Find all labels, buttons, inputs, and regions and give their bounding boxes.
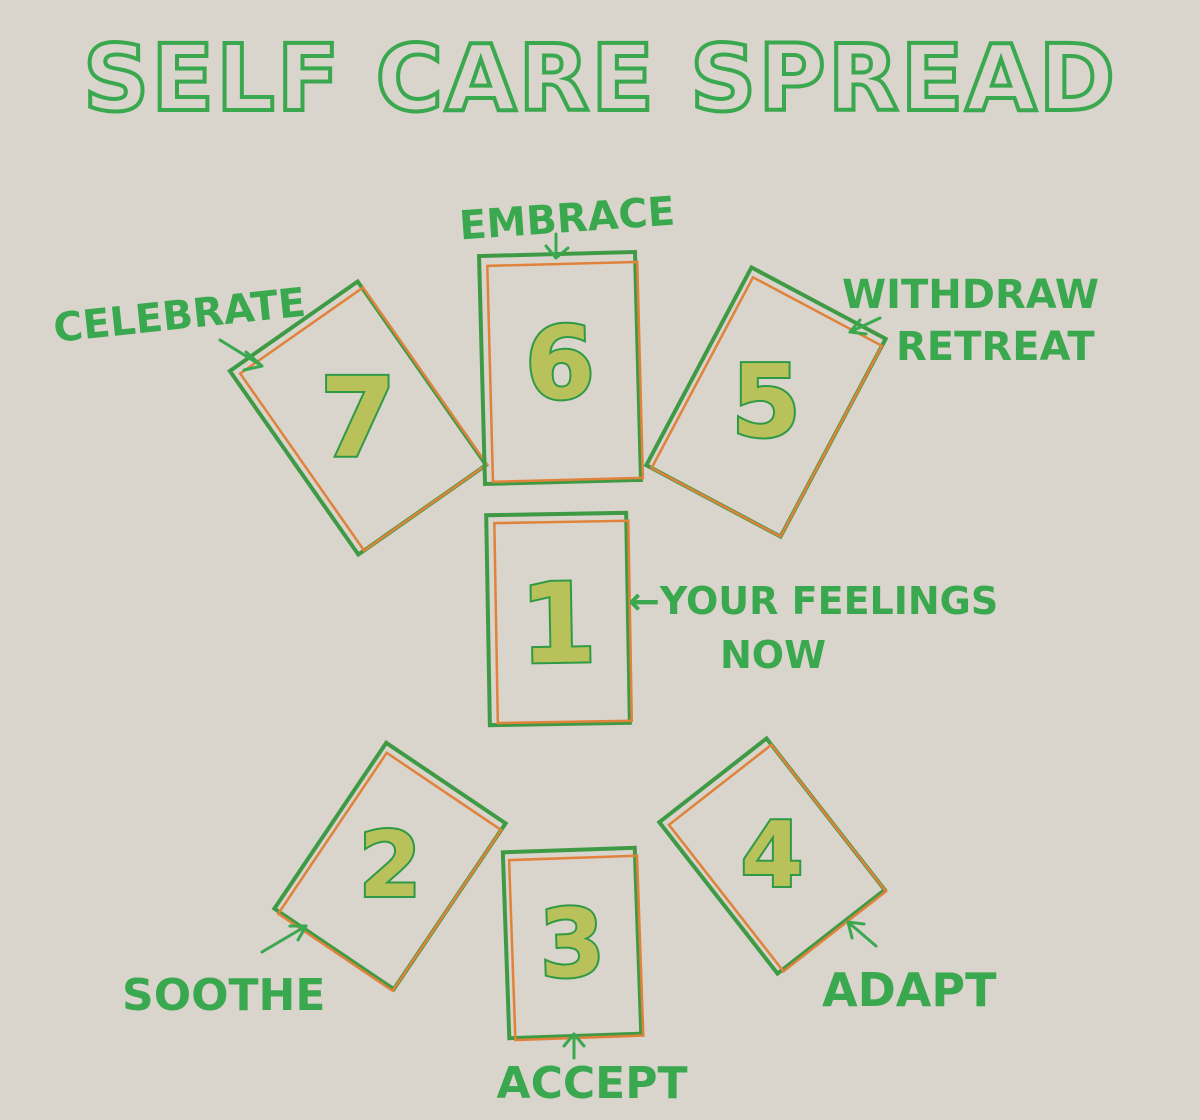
card-3: 3 bbox=[500, 845, 645, 1042]
card-1: 1 bbox=[484, 510, 634, 728]
card-3-number: 3 bbox=[538, 889, 607, 1000]
card-2: 2 bbox=[271, 740, 509, 993]
card-4: 4 bbox=[656, 735, 888, 977]
card-1-label-line-2: NOW bbox=[720, 633, 826, 677]
card-7: 7 bbox=[227, 278, 489, 558]
card-6: 6 bbox=[476, 249, 645, 487]
card-6-arrow-icon bbox=[544, 232, 570, 260]
card-5-arrow-icon bbox=[848, 316, 882, 336]
card-4-arrow-icon bbox=[846, 920, 878, 948]
card-4-label: ADAPT bbox=[822, 963, 997, 1017]
card-5-label-line-2: RETREAT bbox=[896, 324, 1095, 370]
card-2-number: 2 bbox=[359, 813, 422, 918]
card-2-arrow-icon bbox=[260, 924, 308, 954]
card-6-number: 6 bbox=[524, 304, 597, 423]
card-5-number: 5 bbox=[731, 343, 801, 460]
card-7-arrow-icon bbox=[218, 338, 264, 372]
card-3-label: ACCEPT bbox=[497, 1058, 688, 1109]
card-5: 5 bbox=[643, 264, 889, 540]
card-4-number: 4 bbox=[741, 803, 804, 908]
card-2-label: SOOTHE bbox=[122, 970, 325, 1021]
card-7-number: 7 bbox=[320, 354, 397, 482]
card-1-number: 1 bbox=[519, 559, 598, 688]
card-5-label-line-1: WITHDRAW bbox=[842, 272, 1099, 318]
card-3-arrow-icon bbox=[562, 1032, 586, 1060]
card-6-label: EMBRACE bbox=[458, 189, 677, 250]
card-1-label-line-1: ←YOUR FEELINGS bbox=[628, 579, 998, 623]
page-title: SELF CARE SPREAD bbox=[83, 25, 1117, 132]
